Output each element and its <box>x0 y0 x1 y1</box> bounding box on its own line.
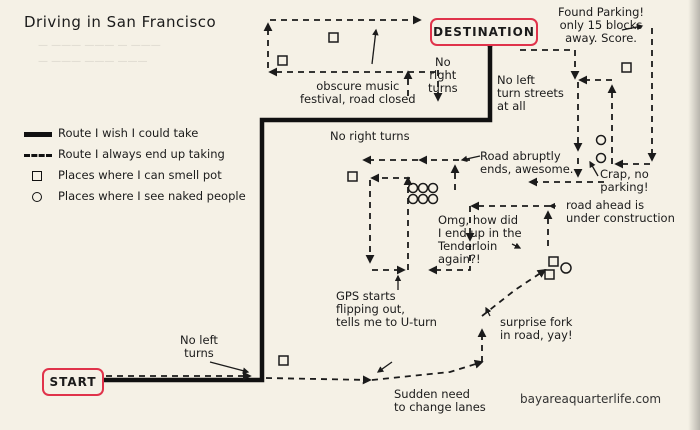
legend-item-pot: Places where I can smell pot <box>24 168 222 183</box>
circle-swatch <box>32 192 42 202</box>
pot-smell-marker <box>328 32 339 43</box>
legend-item-taken-route: Route I always end up taking <box>24 147 225 162</box>
legend-item-wished-route: Route I wish I could take <box>24 126 198 141</box>
note-no-right-turns-top: No right turns <box>428 55 458 95</box>
destination-box: DESTINATION <box>430 18 538 46</box>
pot-smell-marker <box>621 62 632 73</box>
pot-smell-marker <box>548 256 559 267</box>
note-music-festival: obscure music festival, road closed <box>300 79 416 106</box>
faint-bleed-text: — ——— ——— ——— <box>38 56 148 67</box>
naked-people-marker <box>427 182 439 194</box>
taken-route-segment <box>371 359 484 381</box>
note-tenderloin: Omg, how did I end up in the Tenderloin … <box>438 213 522 266</box>
pot-smell-marker <box>277 55 288 66</box>
pot-smell-marker <box>347 171 358 182</box>
pointer-arrow <box>371 28 379 65</box>
pointer-arrow <box>376 361 393 373</box>
pot-smell-marker <box>544 269 555 280</box>
note-construction: road ahead is under construction <box>566 198 675 225</box>
naked-people-marker <box>560 262 572 274</box>
naked-people-marker <box>595 152 607 164</box>
note-no-left-turn-streets: No left turn streets at all <box>497 73 564 113</box>
naked-people-marker <box>417 193 429 205</box>
naked-people-marker <box>417 182 429 194</box>
naked-people-marker <box>407 182 419 194</box>
naked-people-marker <box>407 193 419 205</box>
square-swatch <box>32 171 42 181</box>
pointer-arrow <box>511 242 522 249</box>
taken-route-segment <box>481 269 547 317</box>
note-no-right-turns-mid: No right turns <box>330 129 410 143</box>
note-crap-no-parking: Crap, no parking! <box>600 167 649 194</box>
solid-line-swatch <box>24 131 52 137</box>
pointer-arrow <box>485 306 492 317</box>
taken-route-segment <box>520 49 580 80</box>
naked-people-marker <box>427 193 439 205</box>
start-box: START <box>42 368 104 396</box>
taken-route-segment <box>265 375 372 385</box>
pointer-arrow <box>460 155 481 163</box>
naked-people-marker <box>595 134 607 146</box>
pointer-arrow <box>209 361 250 374</box>
pot-smell-marker <box>278 355 289 366</box>
pointer-arrow <box>589 160 599 177</box>
note-gps: GPS starts flipping out, tells me to U-t… <box>336 289 437 329</box>
note-change-lanes: Sudden need to change lanes <box>394 387 486 414</box>
note-no-left-turns-bottom: No left turns <box>180 333 218 360</box>
wished-route-line <box>102 44 493 383</box>
note-surprise-fork: surprise fork in road, yay! <box>500 315 573 342</box>
faint-bleed-text: — ——— ——— — ——— <box>38 40 161 51</box>
legend-item-naked: Places where I see naked people <box>24 189 246 204</box>
page-title: Driving in San Francisco <box>24 13 217 31</box>
note-found-parking: Found Parking! only 15 blocks away. Scor… <box>558 5 645 45</box>
site-credit: bayareaquarterlife.com <box>520 392 662 406</box>
note-road-ends: Road abruptly ends, awesome. <box>480 149 574 176</box>
taken-route-segment <box>428 244 471 275</box>
pointer-arrow <box>621 23 644 31</box>
dashed-line-swatch <box>24 153 52 157</box>
